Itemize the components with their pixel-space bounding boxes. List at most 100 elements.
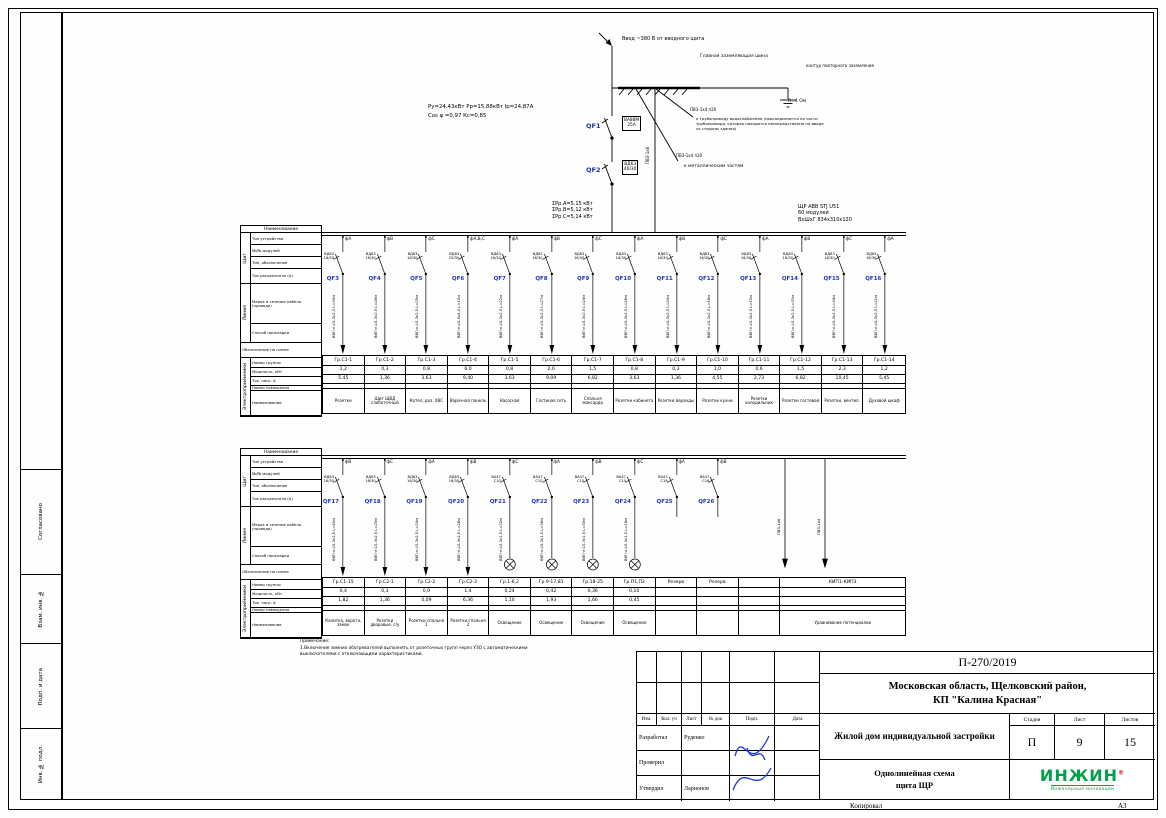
sheet-number: 9 bbox=[1055, 726, 1105, 759]
table-cell-group: Гр.С2-3 bbox=[448, 578, 490, 587]
board-modules: 60 модулей bbox=[798, 210, 829, 217]
table-cell-current: 6,36 bbox=[448, 597, 490, 605]
cable-label: ВВГнг-LS-3х1,5 L=36м bbox=[540, 518, 545, 561]
cable-label: ВВГнг-LS-5х4,0 L=15м bbox=[457, 295, 462, 338]
signature-date bbox=[775, 726, 820, 750]
table-cell-power bbox=[697, 588, 739, 596]
revision-grid-cell bbox=[657, 683, 682, 714]
table-cell-name: Розетки холодильник bbox=[739, 389, 781, 413]
row-header-line-title: Линия bbox=[241, 284, 251, 342]
table-cell-power bbox=[739, 588, 781, 596]
phase-label: фС bbox=[845, 236, 852, 241]
stamp-box-label: Согласовано bbox=[38, 503, 44, 541]
sum-phase-c: ΣРр.С=5,14 кВт bbox=[552, 213, 593, 220]
phase-label: фА,В,С bbox=[470, 236, 485, 241]
table-cell-current: 1,36 bbox=[656, 375, 698, 383]
qf2-spec-rating: 40/30 bbox=[624, 167, 637, 173]
stage-value: П bbox=[1010, 726, 1055, 759]
table-cell-power: 0,3 bbox=[365, 588, 407, 596]
row-header-line-rows: Марка и сечение кабеля (провода)Способ п… bbox=[251, 284, 321, 342]
row-header-item: Мощность, кВт bbox=[251, 368, 321, 377]
table-cell-room bbox=[489, 606, 531, 610]
table-cell-group: Гр.9-17,81 bbox=[531, 578, 573, 587]
company-logo: ИНЖИН® Инженерные инновации bbox=[1010, 760, 1155, 799]
cable-label: ВВГнг-LS-3х2,5 L=21м bbox=[874, 295, 879, 338]
table-cell-name bbox=[739, 611, 781, 635]
qf2-spec: ВД63 40/30 bbox=[622, 160, 639, 175]
table-cell-group: Гр.С1-12 bbox=[780, 356, 822, 365]
table-cell-group: Гр.С1-15 bbox=[323, 578, 365, 587]
table-cell-current: 1,66 bbox=[572, 597, 614, 605]
table-cell-current: 3,63 bbox=[489, 375, 531, 383]
row-header-shield-title: Щит bbox=[241, 456, 251, 506]
input-power-line1: Ру=24,43кВт Рр=15,88кВт Iр=24,87А bbox=[428, 104, 534, 110]
stamp-box: Подп. и дата bbox=[21, 644, 61, 730]
breaker-id: QF4 bbox=[368, 276, 381, 282]
breaker-id: QF5 bbox=[410, 276, 423, 282]
signature-name: Руденко bbox=[682, 726, 730, 750]
cable-label: ВВГнг-LS-3х2,5 L=25м bbox=[415, 295, 420, 338]
table-cell-name: Розетки, вентил. bbox=[822, 389, 864, 413]
breaker-symbol-qf26 bbox=[708, 459, 720, 517]
table-cell-power: 1,4 bbox=[448, 588, 490, 596]
revision-col-label: Кол. уч bbox=[657, 714, 682, 725]
copied-by-label: Копировал bbox=[850, 802, 883, 810]
breaker-id: QF15 bbox=[823, 276, 840, 282]
signature-role: Разработал bbox=[637, 726, 682, 750]
table-cell-room bbox=[489, 384, 531, 388]
table-cell-room bbox=[572, 384, 614, 388]
signature-date bbox=[775, 776, 820, 801]
table-cell-name: Розетки гостевой bbox=[780, 389, 822, 413]
note-title: Примечание: bbox=[300, 639, 330, 644]
table-cell-power: 1,0 bbox=[697, 366, 739, 374]
breaker-symbol-qf25 bbox=[666, 459, 678, 517]
table-cell-room bbox=[614, 606, 656, 610]
pipe-conductor-label: ПВ3-1х4 п20 bbox=[690, 107, 717, 112]
phase-label: фА bbox=[511, 236, 519, 241]
table-cell-current: 1,36 bbox=[365, 597, 407, 605]
table-cell-group: Гр.18-25 bbox=[572, 578, 614, 587]
revision-grid-cell bbox=[637, 652, 657, 683]
breaker-id: QF24 bbox=[614, 499, 631, 505]
table-cell-name: Калитка, ворота, замок bbox=[323, 611, 365, 635]
table-cell-power: 0,3 bbox=[656, 366, 698, 374]
revision-grid-cell bbox=[775, 683, 820, 714]
incoming-diagram bbox=[598, 32, 796, 232]
row-header-item: Тип, обозначение bbox=[251, 480, 321, 492]
table-cell-name: Освещение bbox=[531, 611, 573, 635]
phase-label: фА bbox=[636, 236, 644, 241]
table-cell-current: 3,63 bbox=[614, 375, 656, 383]
bonding-label-2: ПВ3-1х4 bbox=[816, 518, 821, 535]
breaker-id: QF18 bbox=[364, 499, 381, 505]
breaker-symbol-qf10 bbox=[625, 236, 638, 354]
table-cell-group: Гр.С1-4 bbox=[448, 356, 490, 365]
table-cell-group: Гр.С1-8 bbox=[614, 356, 656, 365]
table-cell-name bbox=[656, 611, 698, 635]
phase-label: фС bbox=[595, 236, 602, 241]
table-cell-name: Гостиная сеть bbox=[531, 389, 573, 413]
breaker-symbol-qf23 bbox=[583, 459, 599, 571]
cable-label: ВВГнг-LS-3х1,5 L=32м bbox=[498, 518, 503, 561]
feeder-label: Ввод ~380 В от вводного щита bbox=[622, 36, 705, 42]
revision-grid-cell bbox=[682, 683, 702, 714]
